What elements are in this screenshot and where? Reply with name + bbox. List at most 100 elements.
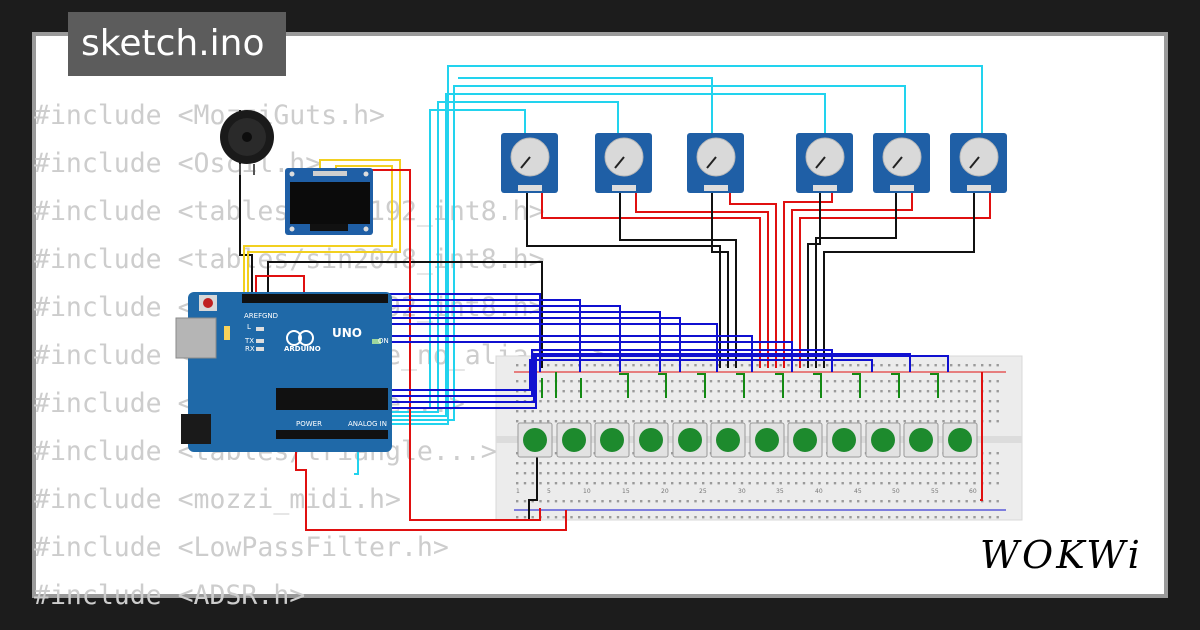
breadboard-hole — [593, 420, 596, 423]
breadboard-hole — [554, 420, 558, 423]
breadboard-hole — [523, 462, 527, 465]
breadboard-hole — [671, 380, 674, 383]
breadboard-hole — [818, 364, 821, 367]
potentiometer[interactable] — [687, 133, 744, 193]
breadboard-hole — [919, 400, 922, 403]
breadboard-hole — [903, 410, 906, 413]
buzzer[interactable] — [220, 110, 274, 175]
breadboard-hole — [833, 472, 837, 475]
breadboard-hole — [764, 400, 767, 403]
row-number: 35 — [776, 488, 784, 495]
breadboard-hole — [585, 364, 589, 367]
breadboard-hole — [973, 516, 976, 519]
potentiometer[interactable] — [595, 133, 652, 193]
breadboard-hole — [655, 500, 658, 503]
breadboard-hole — [717, 364, 720, 367]
breadboard-hole — [686, 410, 689, 413]
oled-display[interactable] — [285, 168, 373, 235]
potentiometer[interactable] — [873, 133, 930, 193]
breadboard-hole — [702, 390, 705, 393]
breadboard-hole — [981, 500, 984, 503]
breadboard-hole — [740, 380, 744, 383]
breadboard-hole — [841, 500, 844, 503]
pushbutton[interactable] — [517, 422, 553, 458]
breadboard-hole — [717, 410, 720, 413]
breadboard-hole — [771, 462, 775, 465]
breadboard-hole — [647, 472, 651, 475]
breadboard-hole — [647, 516, 651, 519]
breadboard-hole — [663, 380, 666, 383]
breadboard-hole — [810, 482, 813, 485]
breadboard-hole — [988, 472, 992, 475]
row-number: 60 — [969, 488, 977, 495]
breadboard-hole — [647, 410, 651, 413]
breadboard-hole — [678, 462, 682, 465]
breadboard-hole — [616, 390, 620, 393]
breadboard-hole — [919, 390, 922, 393]
potentiometer[interactable] — [950, 133, 1007, 193]
breadboard-hole — [516, 380, 519, 383]
on-label: ON — [378, 337, 389, 345]
breadboard-hole — [694, 516, 697, 519]
breadboard-hole — [756, 420, 759, 423]
breadboard-hole — [996, 420, 999, 423]
pushbutton[interactable] — [787, 422, 823, 458]
pushbutton[interactable] — [672, 422, 708, 458]
breadboard-hole — [678, 400, 682, 403]
breadboard-hole — [888, 410, 891, 413]
potentiometer[interactable] — [796, 133, 853, 193]
breadboard-hole — [872, 462, 875, 465]
breadboard-hole — [919, 516, 922, 519]
breadboard-hole — [624, 420, 627, 423]
breadboard-hole — [880, 410, 883, 413]
breadboard-hole — [926, 462, 930, 465]
potentiometer[interactable] — [501, 133, 558, 193]
pushbutton[interactable] — [865, 422, 901, 458]
breadboard-hole — [686, 380, 689, 383]
breadboard-hole — [787, 364, 790, 367]
pushbutton[interactable] — [710, 422, 746, 458]
breadboard-hole — [539, 410, 542, 413]
breadboard-hole — [795, 500, 798, 503]
pushbutton[interactable] — [633, 422, 669, 458]
breadboard-hole — [833, 482, 837, 485]
breadboard-hole — [864, 380, 868, 383]
breadboard-hole — [888, 400, 891, 403]
wire-blue — [392, 355, 949, 409]
pushbutton[interactable] — [826, 422, 862, 458]
breadboard-hole — [779, 472, 782, 475]
breadboard-hole — [570, 420, 573, 423]
breadboard-hole — [516, 516, 519, 519]
arduino-uno[interactable]: AREF GND TX RX L ON POWER ANALOG IN UNO … — [175, 292, 392, 452]
breadboard-hole — [655, 462, 658, 465]
tx-label: TX — [244, 337, 254, 345]
pushbutton[interactable] — [903, 422, 939, 458]
pushbutton[interactable] — [594, 422, 630, 458]
breadboard-hole — [857, 364, 860, 367]
breadboard-hole — [671, 472, 674, 475]
breadboard-hole — [578, 500, 581, 503]
breadboard-hole — [857, 516, 860, 519]
breadboard-hole — [857, 482, 860, 485]
pushbutton[interactable] — [942, 422, 978, 458]
breadboard-hole — [872, 420, 875, 423]
breadboard-hole — [950, 472, 953, 475]
breadboard-hole — [802, 472, 806, 475]
breadboard-hole — [787, 516, 790, 519]
breadboard-hole — [764, 390, 767, 393]
breadboard-hole — [523, 410, 527, 413]
breadboard-hole — [880, 482, 883, 485]
breadboard-hole — [802, 482, 806, 485]
wire-black — [528, 440, 538, 520]
wire-red — [295, 440, 567, 531]
pushbutton[interactable] — [749, 422, 785, 458]
breadboard-hole — [926, 380, 930, 383]
breadboard-hole — [570, 400, 573, 403]
breadboard-hole — [934, 364, 937, 367]
pushbutton[interactable] — [556, 422, 592, 458]
breadboard-hole — [539, 472, 542, 475]
breadboard-hole — [748, 462, 751, 465]
breadboard-hole — [740, 462, 744, 465]
breadboard-hole — [833, 380, 837, 383]
